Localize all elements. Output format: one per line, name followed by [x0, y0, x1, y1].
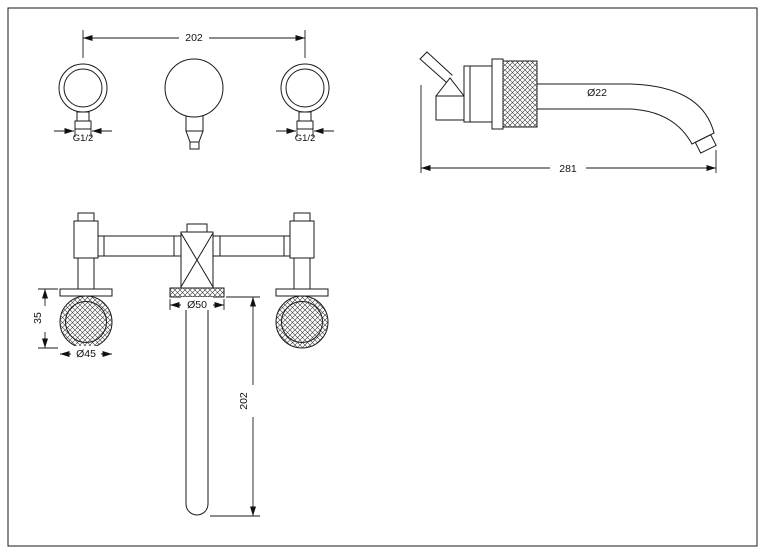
spout-nozzle	[185, 115, 204, 150]
spout-column-plan	[169, 223, 225, 516]
dim-35-label: 35	[32, 312, 44, 324]
mixer-body	[463, 65, 493, 123]
witness-lines	[38, 288, 58, 349]
witness-lines	[82, 30, 306, 58]
handle-stem	[76, 111, 90, 122]
handle-flange	[275, 288, 329, 297]
dim-202-plan-label: 202	[238, 392, 250, 410]
dim-dia22-label: Ø22	[587, 87, 607, 99]
handle-inner-ring	[281, 301, 323, 343]
handle-flange	[59, 288, 113, 297]
valve-cap	[77, 212, 95, 222]
label-backing	[580, 85, 614, 99]
valve-column	[293, 257, 311, 290]
escutcheon-plate	[169, 287, 225, 298]
knurled-nut	[502, 60, 538, 128]
handle-stem	[298, 111, 312, 122]
label-backing	[240, 385, 254, 417]
valve-body	[289, 220, 315, 259]
spout-tube-lines	[185, 296, 209, 505]
dim-281-label: 281	[559, 163, 577, 175]
aerator-nozzle	[694, 134, 717, 154]
dim-202-front-label: 202	[185, 32, 203, 44]
handle-outer-circle	[58, 63, 108, 113]
dim-g12-left-label: G1/2	[73, 133, 94, 144]
connecting-pipes	[97, 235, 291, 257]
label-backing	[179, 30, 209, 43]
dim-dia50-label: Ø50	[187, 299, 207, 311]
label-backing	[34, 306, 48, 332]
column-cap	[186, 223, 208, 233]
knurled-handle-right	[275, 295, 329, 349]
valve-cap	[293, 212, 311, 222]
label-backing	[71, 346, 101, 359]
handle-base	[74, 120, 92, 130]
pipe-joint-ticks	[103, 235, 285, 257]
dim-dia45-label: Ø45	[76, 348, 96, 360]
handle-outer-circle	[280, 63, 330, 113]
spout-side	[536, 83, 717, 154]
dim-spout-diameter: Ø22	[580, 85, 614, 99]
dim-overall-projection: 281	[420, 85, 717, 175]
handle-right-front: G1/2	[276, 63, 334, 144]
witness-lines	[296, 127, 314, 137]
knurled-handle-left	[59, 295, 113, 349]
handle-left-front: G1/2	[54, 63, 112, 144]
drawing-border	[7, 7, 758, 547]
valve-body	[73, 220, 99, 259]
handle-inner-circle	[285, 68, 325, 108]
valve-left-plan	[59, 212, 113, 349]
witness-lines	[74, 127, 92, 137]
inlet-valve-body	[435, 77, 465, 121]
dim-escutcheon-diameter: Ø50	[169, 297, 225, 311]
label-backing	[550, 161, 586, 175]
spout-tube-lines	[536, 83, 631, 110]
handle-inner-ring	[65, 301, 107, 343]
label-backing	[181, 297, 213, 310]
plan-view: 35 Ø45 Ø50 202	[32, 212, 329, 517]
dim-handle-diameter: Ø45	[60, 346, 112, 360]
front-view: 202 G1/2 G1/2	[54, 30, 334, 150]
escutcheon-circle	[164, 58, 224, 118]
dim-g12-right-label: G1/2	[295, 133, 316, 144]
spout-front	[164, 58, 224, 150]
valve-right-plan	[275, 212, 329, 349]
spout-tube-end	[185, 503, 209, 516]
wall-fixing-stud	[419, 51, 453, 83]
dim-spout-reach: 202	[210, 296, 260, 517]
column-cross-brace	[180, 232, 214, 288]
handle-base	[296, 120, 314, 130]
valve-column	[77, 257, 95, 290]
stud-lines	[419, 51, 453, 83]
dim-center-distance: 202	[82, 30, 306, 58]
witness-lines	[420, 85, 717, 173]
spout-inner-curve	[629, 108, 693, 145]
spout-outer-curve	[629, 83, 715, 134]
side-view: Ø22 281	[419, 51, 717, 175]
handle-inner-circle	[63, 68, 103, 108]
column-outline	[180, 231, 214, 289]
wall-flange	[491, 58, 504, 130]
dim-handle-height: 35	[32, 288, 58, 349]
